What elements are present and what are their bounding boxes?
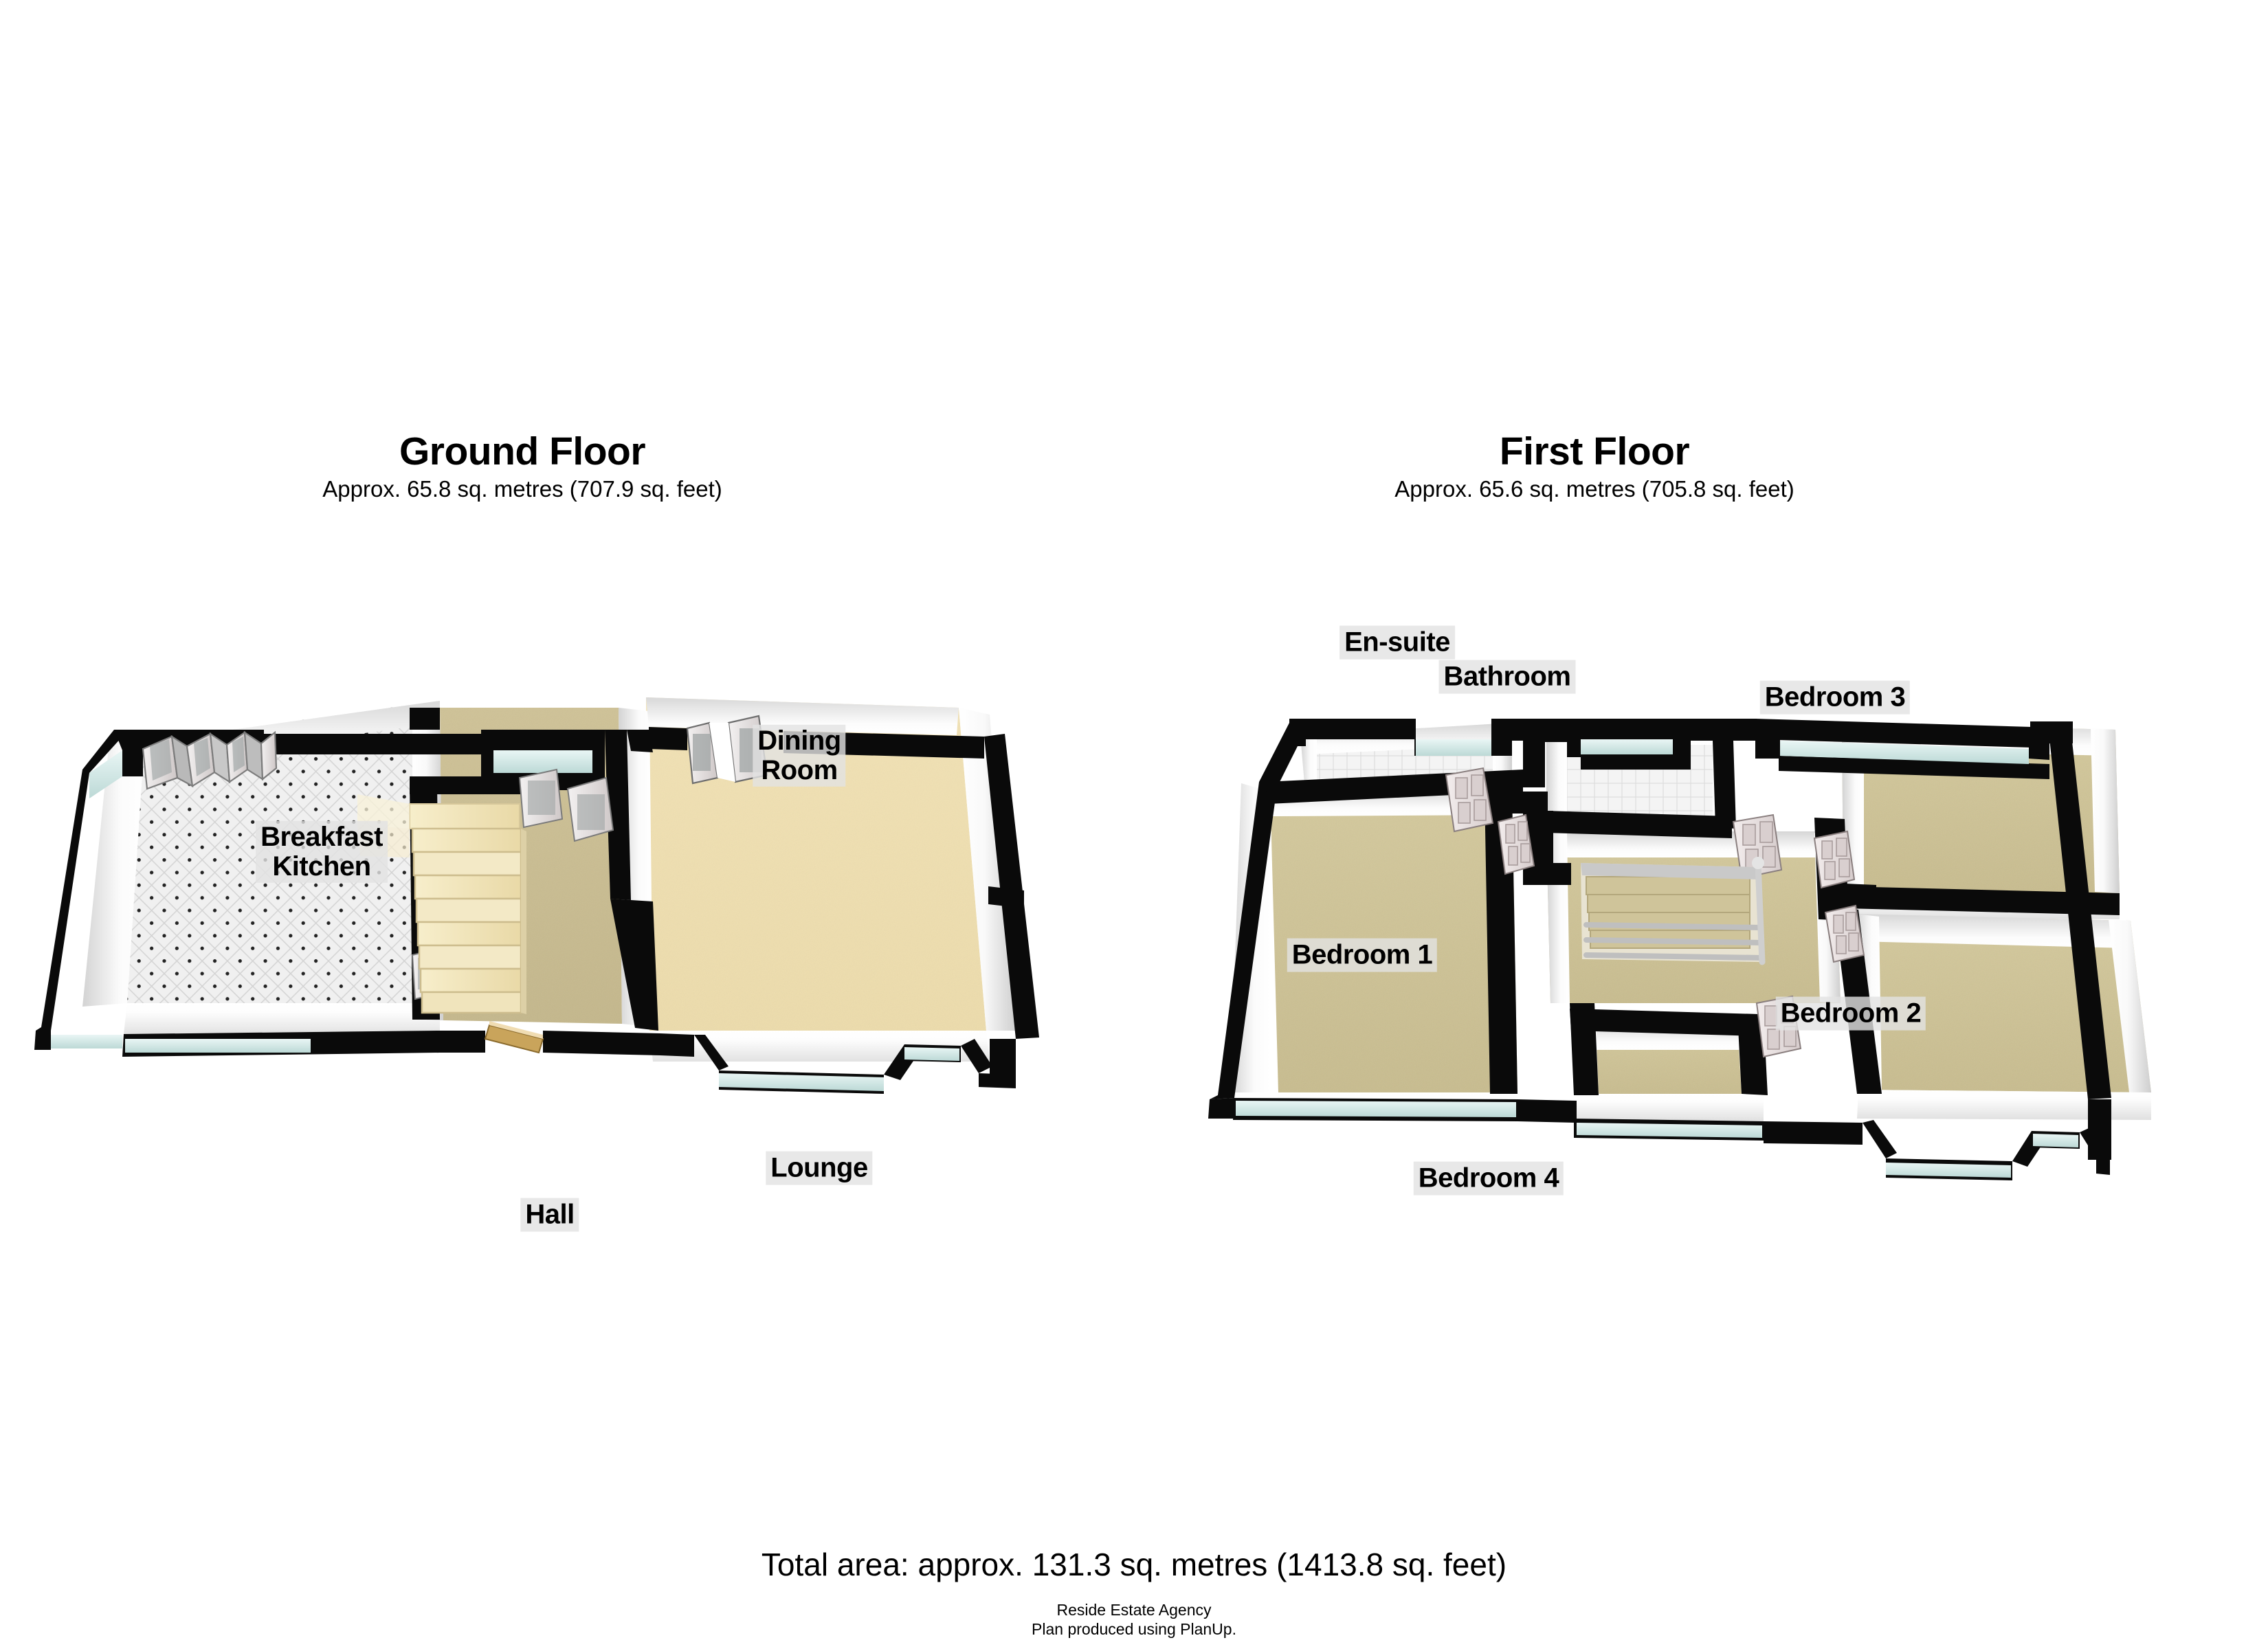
first-floor-title: First Floor	[1499, 429, 1690, 473]
ensuite-window-glass	[1416, 739, 1491, 756]
banister	[1583, 922, 1762, 961]
front-door	[484, 1021, 544, 1054]
bathroom-window-glass	[1581, 739, 1673, 754]
bedroom2-bay-glass-1	[1886, 1163, 2011, 1178]
bedroom3-window-glass	[1780, 741, 2029, 764]
dining-room-doors	[686, 715, 768, 785]
ground-floor-area: Approx. 65.8 sq. metres (707.9 sq. feet)	[322, 475, 722, 502]
kitchen-bottom-wall-face	[124, 1003, 440, 1034]
bedroom2-bottom-wall-face	[1857, 1090, 2151, 1120]
kitchen-left-wall-face	[82, 735, 144, 1007]
ensuite-left-wall-face	[1300, 735, 1317, 783]
kitchen-bifold-glass	[89, 750, 122, 798]
kitchen-bifold-doors	[142, 730, 278, 790]
bedroom2-bay-glass-2	[2033, 1134, 2078, 1147]
stairwell	[1581, 857, 1766, 965]
first-floor-doors	[1445, 767, 1865, 1058]
agency-name: Reside Estate Agency	[1056, 1600, 1212, 1619]
bedroom4-bottom-wall-face	[1575, 1094, 1764, 1121]
total-area-text: Total area: approx. 131.3 sq. metres (14…	[761, 1547, 1507, 1582]
first-floor-heading: First Floor Approx. 65.6 sq. metres (705…	[1285, 431, 1904, 501]
bedroom1-bottom-window-glass	[1236, 1101, 1516, 1117]
kitchen-bottom-window-glass	[51, 1035, 122, 1048]
first-floor-plan: En-suite Bathroom Bedroom 3 Bedroom 1 Be…	[1141, 481, 2268, 1305]
lounge-right-wall-face	[959, 708, 1016, 1031]
hall-window-glass	[493, 750, 592, 773]
bedroom2-top-wall-face	[1856, 914, 2131, 948]
lounge-bay-glass-1	[719, 1073, 884, 1091]
bedroom2-right-wall-face	[2109, 919, 2151, 1092]
footer: Total area: approx. 131.3 sq. metres (14…	[0, 1547, 2268, 1639]
lounge-bay-glass-2	[904, 1047, 959, 1061]
first-floor-windows	[1236, 739, 2078, 1178]
producer-credit: Plan produced using PlanUp.	[1032, 1620, 1236, 1639]
ground-floor-title: Ground Floor	[399, 429, 646, 473]
first-floor-area: Approx. 65.6 sq. metres (705.8 sq. feet)	[1394, 475, 1794, 502]
ground-floor-plan: Breakfast Kitchen Dining Room Lounge Hal…	[0, 481, 1155, 1305]
ground-floor-windows	[51, 750, 959, 1091]
kitchen-bottom-window-glass-2	[125, 1039, 311, 1053]
bedroom1-floor	[1270, 789, 1517, 1092]
ground-floor-heading: Ground Floor Approx. 65.8 sq. metres (70…	[213, 431, 832, 501]
bathroom-left-wall-face	[1546, 723, 1567, 824]
bedroom4-bottom-window-glass	[1577, 1123, 1762, 1138]
bedroom3-right-wall-face	[2091, 728, 2120, 893]
